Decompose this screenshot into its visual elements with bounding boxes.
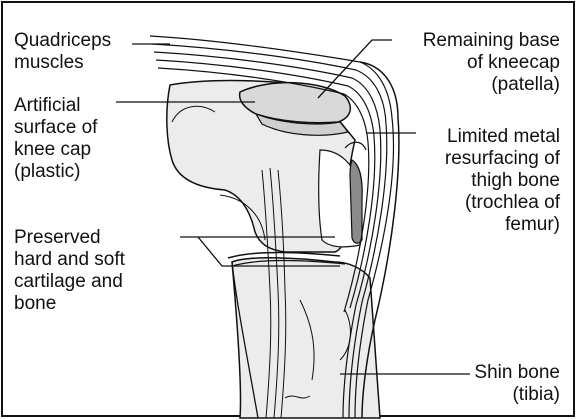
label-preserved-cartilage: Preserved hard and soft cartilage and bo… <box>14 227 125 315</box>
label-quadriceps: Quadriceps muscles <box>14 30 111 74</box>
label-shin-bone: Shin bone (tibia) <box>474 362 560 406</box>
patellar-tendon-front <box>360 62 398 118</box>
label-limited-metal: Limited metal resurfacing of thigh bone … <box>445 126 560 236</box>
label-artificial-surface: Artificial surface of knee cap (plastic) <box>14 95 97 183</box>
metal-trochlea-implant <box>350 160 362 243</box>
label-remaining-base: Remaining base of kneecap (patella) <box>423 30 560 96</box>
